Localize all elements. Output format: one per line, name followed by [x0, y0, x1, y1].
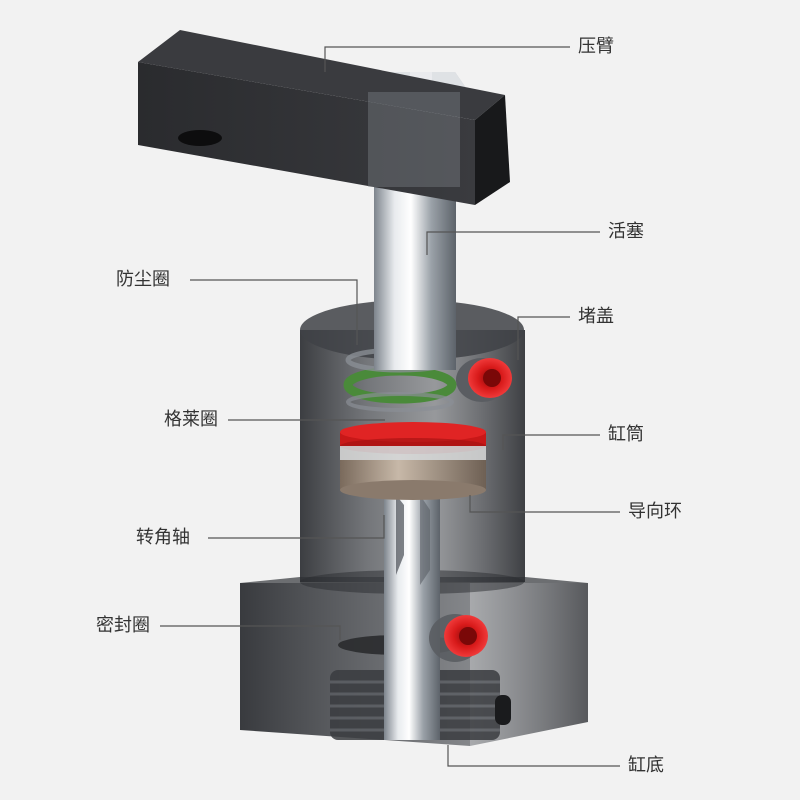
leader-lines: [160, 46, 620, 767]
label-seal-ring: 密封圈: [96, 615, 150, 636]
label-cylinder-base: 缸底: [628, 755, 664, 776]
label-glyd-ring: 格莱圈: [164, 409, 218, 430]
label-cylinder: 缸筒: [608, 424, 644, 445]
leader-guide-ring: [469, 495, 620, 513]
label-rotating-shaft: 转角轴: [136, 527, 190, 548]
leader-base: [447, 745, 620, 767]
label-guide-ring: 导向环: [628, 501, 682, 522]
label-arm: 压臂: [578, 36, 614, 57]
base-plug-shape: [429, 614, 488, 662]
label-plug: 堵盖: [578, 306, 614, 327]
label-piston: 活塞: [608, 221, 644, 242]
label-dust-ring: 防尘圈: [116, 269, 170, 290]
leader-cylinder: [502, 434, 600, 450]
arm-hole: [178, 130, 222, 146]
leader-dust-ring: [190, 279, 358, 345]
leader-plug: [517, 316, 570, 360]
leader-shaft: [208, 515, 385, 539]
leader-arm: [324, 46, 570, 72]
piston-head: [340, 422, 486, 500]
leader-seal-ring: [160, 625, 341, 640]
plug-shape: [456, 358, 512, 402]
base-fitting: [495, 695, 511, 725]
rotating-shaft: [384, 490, 440, 740]
clamp-arm: [138, 30, 510, 205]
leader-piston: [426, 231, 600, 255]
